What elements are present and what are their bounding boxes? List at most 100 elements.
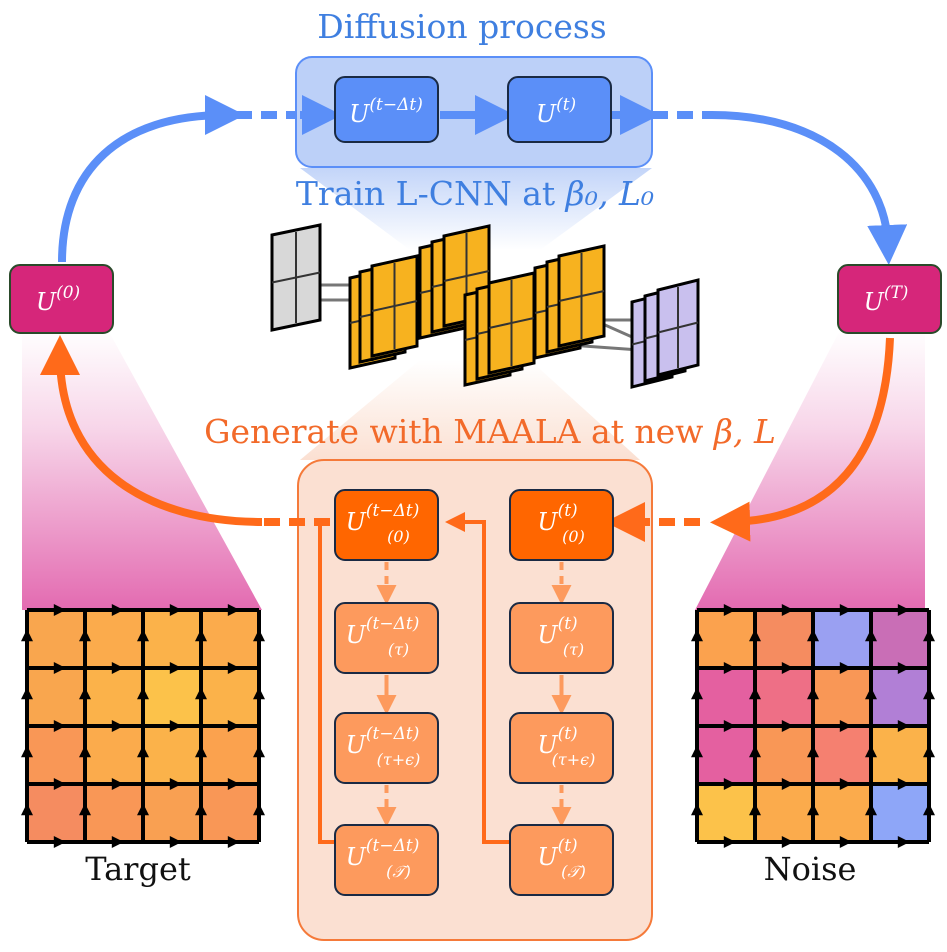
link-arrow (79, 629, 91, 642)
maala-step-box (509, 824, 614, 896)
link-arrow (169, 604, 182, 616)
feature-map (557, 244, 606, 348)
link-arrow (111, 720, 124, 732)
link-arrow (111, 662, 124, 674)
maala-step-label: U(t−Δt)(𝒯) (346, 836, 420, 881)
maala-step-label: U(t)(τ+ϵ) (537, 724, 595, 769)
plaquette (755, 784, 813, 842)
link-arrow (111, 604, 124, 616)
link-arrow (865, 629, 877, 642)
link-arrow (749, 745, 761, 758)
link-arrow (723, 836, 736, 848)
link-arrow (723, 720, 736, 732)
l-cnn-network (270, 223, 700, 389)
plaquette (27, 784, 85, 842)
chain-link-cur-to-prev (445, 512, 512, 844)
maala-step-box (334, 602, 439, 674)
link-arrow (253, 629, 265, 642)
network-glow-bottom (300, 360, 640, 460)
plaquette (813, 668, 871, 726)
link-arrow (839, 778, 852, 790)
link-arrow (781, 836, 794, 848)
link-arrow (691, 745, 703, 758)
link-arrow (253, 803, 265, 816)
end-box (837, 264, 942, 334)
diffusion-box-prev (334, 76, 439, 143)
link-arrow (781, 662, 794, 674)
link-arrow (865, 745, 877, 758)
link-arrow (807, 687, 819, 700)
diffusion-box-cur (507, 76, 612, 143)
link-arrow (79, 803, 91, 816)
maala-step-box (334, 489, 439, 561)
plaquette (871, 610, 929, 668)
orange-arc-left (40, 335, 263, 526)
link-arrow (807, 629, 819, 642)
plaquette (85, 726, 143, 784)
plaquette (697, 726, 755, 784)
link-arrow (723, 662, 736, 674)
noise-lattice (691, 604, 935, 848)
link-arrow (253, 687, 265, 700)
plaquette (85, 610, 143, 668)
chain-link-prev-out (318, 520, 335, 844)
blue-arc-right (711, 111, 908, 265)
noise-label: Noise (764, 850, 857, 888)
link-arrow (137, 629, 149, 642)
link-arrow (807, 745, 819, 758)
plaquette (27, 726, 85, 784)
plaquette (201, 610, 259, 668)
link-arrow (137, 803, 149, 816)
link-arrow (923, 745, 935, 758)
link-arrow (195, 687, 207, 700)
link-arrow (53, 836, 66, 848)
diffusion-box-cur-label: U(t) (536, 95, 576, 128)
plaquette (813, 610, 871, 668)
plaquette (27, 610, 85, 668)
link-arrow (781, 778, 794, 790)
plaquette (755, 726, 813, 784)
feature-map (370, 254, 419, 358)
link-arrow (749, 687, 761, 700)
link-arrow (169, 662, 182, 674)
link-arrow (723, 604, 736, 616)
plaquette (697, 784, 755, 842)
link-arrow (111, 778, 124, 790)
end-box-label: U(T) (864, 283, 909, 316)
link-arrow (807, 803, 819, 816)
train-label: Train L-CNN at β₀, L₀ (296, 174, 654, 213)
link-arrow (749, 803, 761, 816)
link-arrow (839, 662, 852, 674)
start-box-label: U(0) (36, 283, 80, 316)
link-arrow (169, 720, 182, 732)
plaquette (143, 726, 201, 784)
link-arrow (227, 720, 240, 732)
link-arrow (839, 604, 852, 616)
link-arrow (53, 778, 66, 790)
link-arrow (227, 836, 240, 848)
network-glow-top (300, 168, 652, 250)
link-arrow (21, 629, 33, 642)
plaquette (85, 784, 143, 842)
maala-step-label: U(t)(0) (537, 501, 585, 546)
plaquette (813, 726, 871, 784)
link-arrow (195, 629, 207, 642)
link-arrow (79, 745, 91, 758)
link-arrow (691, 803, 703, 816)
link-arrow (923, 687, 935, 700)
maala-step-box (509, 489, 614, 561)
link-arrow (53, 720, 66, 732)
link-arrow (749, 629, 761, 642)
start-box (9, 264, 114, 334)
noise-funnel (695, 330, 925, 610)
orange-arc-right (710, 337, 894, 542)
link-arrow (195, 745, 207, 758)
link-arrow (839, 720, 852, 732)
plaquette (755, 610, 813, 668)
maala-step-label: U(t)(𝒯) (537, 836, 586, 881)
link-arrow (897, 778, 910, 790)
link-arrow (781, 720, 794, 732)
link-arrow (691, 687, 703, 700)
maala-step-box (334, 824, 439, 896)
